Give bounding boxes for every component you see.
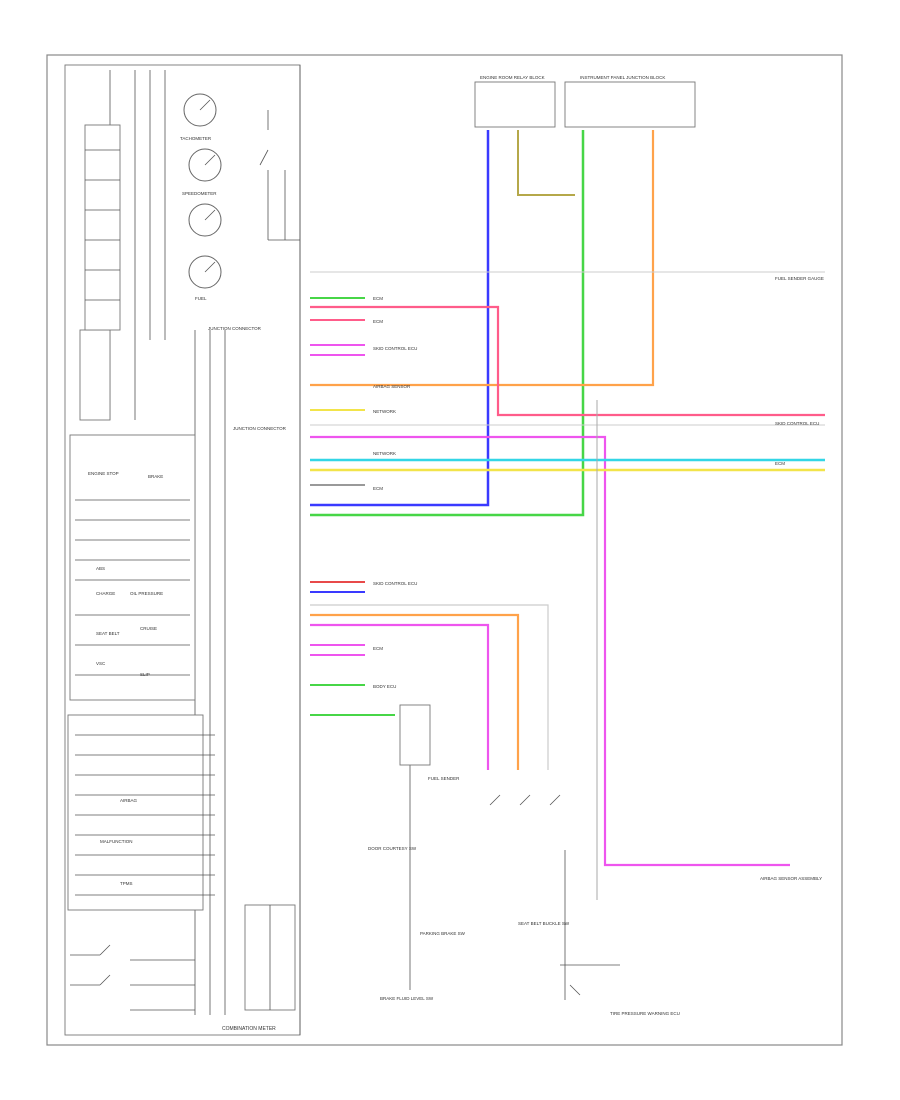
warning-label: SLIP	[140, 672, 150, 677]
warning-label: TPMS	[120, 881, 133, 886]
lower-lamp-block	[67, 714, 204, 911]
bottom-label: FUEL SENDER	[428, 776, 460, 781]
warning-label: CRUISE	[140, 626, 157, 631]
meter-ecu-block	[79, 329, 111, 421]
warning-label: ENGINE STOP	[88, 471, 119, 476]
wire-label: AIRBAG SENSOR	[373, 384, 411, 389]
wire-label: NETWORK	[373, 451, 396, 456]
diagram-frame	[46, 54, 843, 1046]
bottom-label: TIRE PRESSURE WARNING ECU	[610, 1011, 680, 1016]
bottom-label: DOOR COURTESY SW	[368, 846, 417, 851]
right-label: SKID CONTROL ECU	[775, 421, 819, 426]
warning-label: ABS	[96, 566, 105, 571]
wire-label: ECM	[373, 486, 383, 491]
lower-switches	[399, 704, 620, 996]
warning-label: OIL PRESSURE	[130, 591, 163, 596]
warning-label: MALFUNCTION	[100, 839, 133, 844]
connector-label: ENGINE ROOM RELAY BLOCK	[480, 75, 545, 80]
connector-label: JUNCTION CONNECTOR	[233, 426, 287, 431]
wire-label: ECM	[373, 319, 383, 324]
top-connectors: ENGINE ROOM RELAY BLOCK INSTRUMENT PANEL…	[474, 75, 696, 128]
warning-label: CHARGE	[96, 591, 115, 596]
right-label: ECM	[775, 461, 785, 466]
warning-label: BRAKE	[148, 474, 163, 479]
wire-harness	[310, 130, 825, 1000]
wire-label: NETWORK	[373, 409, 396, 414]
warning-label: SEAT BELT	[96, 631, 120, 636]
warning-label: AIRBAG	[120, 798, 138, 803]
wire-label: BODY ECU	[373, 684, 396, 689]
gauge-label-fuel: FUEL	[195, 296, 207, 301]
wire-label: SKID CONTROL ECU	[373, 581, 417, 586]
gauge-label-tach: TACHOMETER	[180, 136, 212, 141]
warning-label: VSC	[96, 661, 106, 666]
wire-label: ECM	[373, 296, 383, 301]
warning-lamp-block	[69, 434, 196, 701]
gauge-label-speed: SPEEDOMETER	[182, 191, 217, 196]
bottom-label: SEAT BELT BUCKLE SW	[518, 921, 570, 926]
right-label: FUEL SENDER GAUGE	[775, 276, 824, 281]
bottom-label: BRAKE FLUID LEVEL SW	[380, 996, 434, 1001]
combination-meter: TACHOMETER SPEEDOMETER FUEL ENGINE STOP …	[64, 64, 301, 1036]
connector-label: INSTRUMENT PANEL JUNCTION BLOCK	[580, 75, 665, 80]
wire-label: SKID CONTROL ECU	[373, 346, 417, 351]
bottom-label: PARKING BRAKE SW	[420, 931, 466, 936]
connector-label: JUNCTION CONNECTOR	[208, 326, 262, 331]
cluster-label: COMBINATION METER	[222, 1026, 276, 1032]
meter-circuit-block	[84, 124, 121, 331]
right-label: AIRBAG SENSOR ASSEMBLY	[760, 876, 822, 881]
wire-label: ECM	[373, 646, 383, 651]
